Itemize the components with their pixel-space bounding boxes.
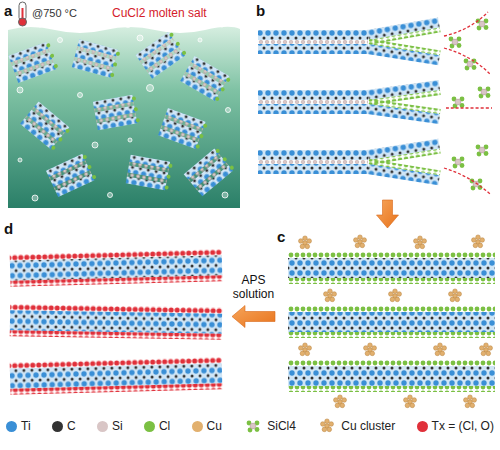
- legend-text: C: [67, 419, 76, 433]
- tx-terminated-layers: [10, 249, 223, 395]
- release-arrows: [444, 12, 492, 194]
- panel-letter: d: [4, 220, 13, 238]
- legend-swatch: [97, 421, 108, 432]
- panel-b: b: [250, 0, 500, 200]
- process-arrow: [232, 306, 275, 328]
- legend: Ti C Si Cl Cu SiCl4 Cu cluster Tx = (Cl, O): [0, 418, 500, 434]
- sicl4-molecules: [449, 19, 491, 191]
- cu-clusters: [299, 235, 493, 408]
- max-particles: [8, 30, 235, 197]
- legend-item: C: [52, 419, 76, 433]
- etching-layers: [258, 18, 441, 186]
- panel-c: c: [275, 228, 500, 408]
- temperature-label: @750 °C: [32, 7, 77, 20]
- panel-letter: c: [277, 228, 285, 246]
- legend-item: Ti: [6, 419, 31, 433]
- thermometer: [19, 2, 27, 26]
- salt-label: CuCl2 molten salt: [112, 6, 207, 20]
- cl-terminated-layers: [288, 252, 495, 392]
- molten-salt: [8, 27, 240, 208]
- legend-text: Cu cluster: [341, 419, 395, 433]
- legend-text: Cu: [207, 419, 222, 433]
- panel-letter: a: [4, 2, 12, 20]
- legend-icon: [243, 418, 263, 434]
- legend-item: Cu cluster: [317, 418, 395, 434]
- legend-text: Tx = (Cl, O): [432, 419, 494, 433]
- legend-swatch: [417, 421, 428, 432]
- panel-a: a @750 °C CuCl2 molten salt: [0, 0, 245, 210]
- legend-text: Cl: [159, 419, 170, 433]
- legend-icon: [317, 418, 337, 434]
- legend-item: Tx = (Cl, O): [417, 419, 494, 433]
- legend-text: SiCl4: [267, 419, 296, 433]
- legend-swatch: [6, 421, 17, 432]
- legend-item: Si: [97, 419, 123, 433]
- panel-letter: b: [256, 2, 265, 20]
- legend-swatch: [52, 421, 63, 432]
- legend-item: Cu: [192, 419, 222, 433]
- panel-d: d: [0, 220, 232, 405]
- process-arrow: [377, 200, 399, 228]
- legend-swatch: [192, 421, 203, 432]
- legend-item: Cl: [144, 419, 170, 433]
- legend-item: SiCl4: [243, 418, 296, 434]
- legend-text: Si: [112, 419, 123, 433]
- legend-icon-shape: [247, 421, 260, 433]
- arrow-label: APS solution: [226, 272, 282, 303]
- legend-icon-shape: [321, 419, 334, 432]
- legend-swatch: [144, 421, 155, 432]
- legend-text: Ti: [21, 419, 31, 433]
